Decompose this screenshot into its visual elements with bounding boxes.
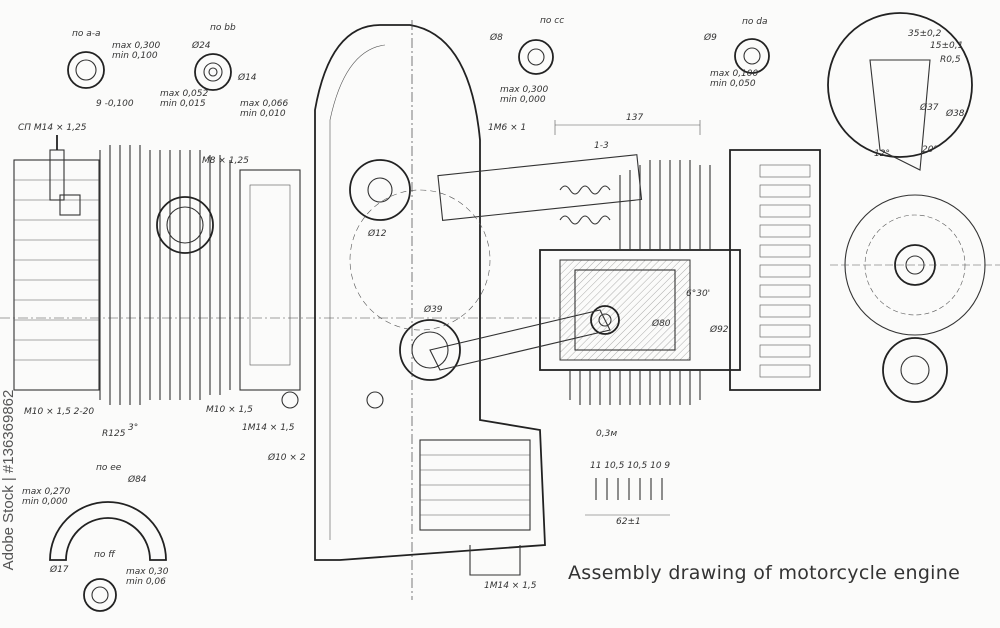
tolerance-min-a: min 0,100 bbox=[112, 51, 158, 61]
tolerance-min-e: min 0,000 bbox=[22, 497, 68, 507]
gap-03: 0,3м bbox=[596, 429, 618, 439]
detail-views-top bbox=[67, 12, 973, 171]
diameter-39: Ø39 bbox=[424, 305, 443, 315]
stock-credit: Adobe Stock | #136369862 bbox=[0, 389, 17, 571]
left-cylinder bbox=[0, 145, 560, 405]
detail-label-f: по ff bbox=[94, 550, 115, 560]
dimension-35: 35±0,2 bbox=[908, 29, 942, 39]
tolerance-min-b2: min 0,010 bbox=[240, 109, 286, 119]
tolerance-max-b2: max 0,066 bbox=[240, 99, 289, 109]
radius-r05: R0,5 bbox=[940, 55, 961, 65]
spring-lengths: 11 10,5 10,5 10 9 bbox=[590, 461, 671, 471]
detail-label-a: по а-а bbox=[72, 29, 101, 39]
tolerance-max-c: max 0,300 bbox=[500, 85, 549, 95]
thread-m14-left: 1М14 × 1,5 bbox=[242, 423, 295, 433]
diameter-92: Ø92 bbox=[710, 325, 729, 335]
tolerance-max-f: max 0,30 bbox=[126, 567, 169, 577]
springs-detail bbox=[585, 478, 670, 516]
diameter-14: Ø14 bbox=[238, 73, 257, 83]
angle-12deg: 12° bbox=[874, 149, 890, 159]
spark-plug-thread: СП М14 × 1,25 bbox=[18, 123, 87, 133]
tolerance-min-b: min 0,015 bbox=[160, 99, 206, 109]
tolerance-max-b: max 0,052 bbox=[160, 89, 209, 99]
thread-m6: 1М6 × 1 bbox=[488, 123, 527, 133]
diameter-24: Ø24 bbox=[192, 41, 211, 51]
angle-20deg: 20° bbox=[922, 145, 938, 155]
radius-r125: R125 bbox=[102, 429, 126, 439]
tolerance-max-e: max 0,270 bbox=[22, 487, 71, 497]
angle-3deg: 3° bbox=[128, 423, 139, 433]
thread-m12: M10 × 1,5 2-20 bbox=[24, 407, 95, 417]
spark-plug bbox=[49, 135, 81, 216]
drawing-title: Assembly drawing of motorcycle engine bbox=[568, 562, 961, 584]
thread-m14-bottom: 1М14 × 1,5 bbox=[484, 581, 537, 591]
length-1-3: 1-3 bbox=[594, 141, 609, 151]
tolerance-max-a: max 0,300 bbox=[112, 41, 161, 51]
dimension-15: 15±0,1 bbox=[930, 41, 964, 51]
gear-detail bbox=[830, 194, 1000, 403]
length-137: 137 bbox=[626, 113, 644, 123]
tolerance-min-c: min 0,000 bbox=[500, 95, 546, 105]
diameter-17: Ø17 bbox=[50, 565, 69, 575]
detail-label-c: по cc bbox=[540, 16, 565, 26]
crankcase bbox=[281, 20, 546, 600]
diameter-10: Ø10 × 2 bbox=[268, 453, 306, 463]
tolerance-min-f: min 0,06 bbox=[126, 577, 166, 587]
diameter-37: Ø37 bbox=[920, 103, 939, 113]
detail-label-b: по bb bbox=[210, 23, 236, 33]
detail-views-bottom bbox=[49, 501, 167, 612]
right-cylinder bbox=[429, 120, 821, 405]
detail-label-d: по da bbox=[742, 17, 768, 27]
diameter-9: Ø9 bbox=[704, 33, 717, 43]
diameter-8: Ø8 bbox=[490, 33, 503, 43]
tolerance-max-d: max 0,100 bbox=[710, 69, 759, 79]
diameter-80: Ø80 bbox=[652, 319, 671, 329]
thread-a: 9 -0,100 bbox=[96, 99, 134, 109]
tolerance-min-d: min 0,050 bbox=[710, 79, 756, 89]
diameter-84: Ø84 bbox=[128, 475, 147, 485]
dimension-62: 62±1 bbox=[616, 517, 641, 527]
diameter-12: Ø12 bbox=[368, 229, 387, 239]
thread-m8: М8 × 1,25 bbox=[202, 156, 249, 166]
detail-label-e: по ee bbox=[96, 463, 122, 473]
thread-m10: М10 × 1,5 bbox=[206, 405, 253, 415]
diameter-38: Ø38 bbox=[946, 109, 965, 119]
angle-6-30: 6°30' bbox=[686, 289, 711, 299]
